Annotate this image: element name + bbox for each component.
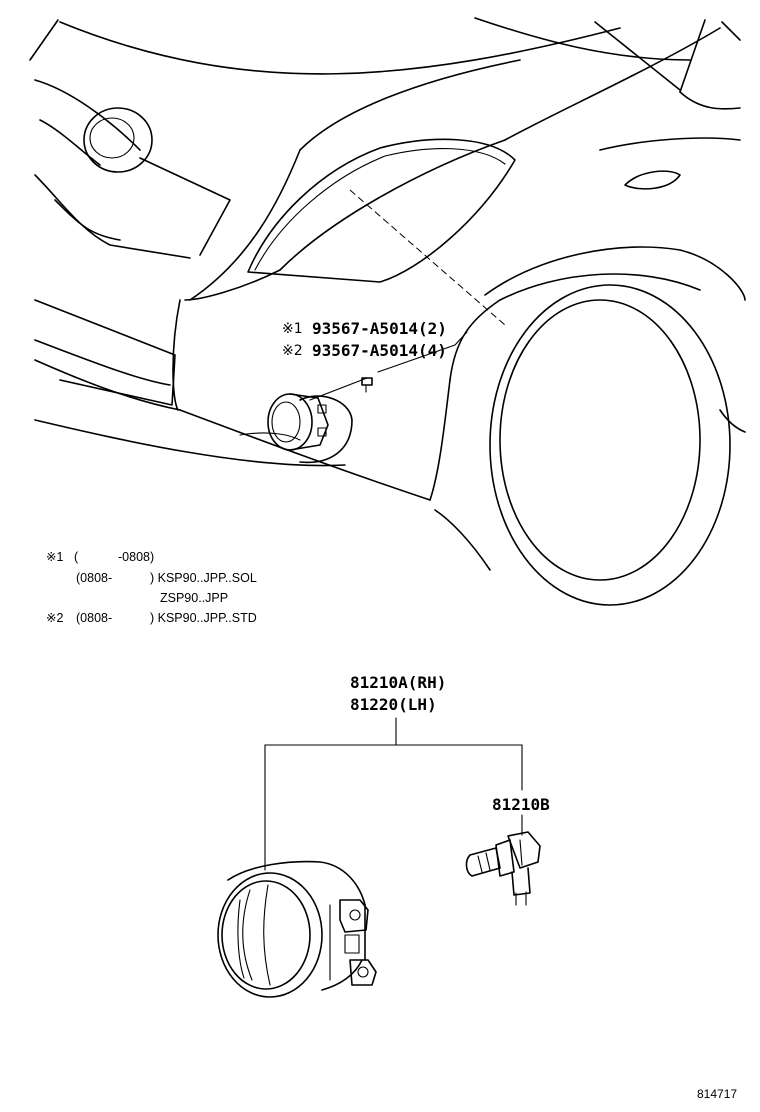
note1-mark: ※1 [46, 550, 63, 564]
note2-range: (0808- [76, 611, 112, 625]
note1-line2-range: (0808- [76, 571, 112, 585]
note2-models: ) KSP90..JPP..STD [150, 611, 257, 625]
note1-open: ( [74, 550, 79, 564]
applicability-notes: ※1 ( -0808) (0808- ) KSP90..JPP..SOL ZSP… [46, 550, 257, 625]
note1-range: -0808) [118, 550, 154, 564]
car-body-icon [29, 17, 746, 606]
diagram-ref: 814717 [697, 1087, 737, 1101]
bolt-line2-part: 93567-A5014(4) [312, 341, 447, 360]
screw-leader [377, 331, 468, 373]
mounting-screw-icon [309, 377, 373, 401]
bolt-line1-part: 93567-A5014(2) [312, 319, 447, 338]
bolt-line2-mark: ※2 [282, 343, 303, 359]
lamp-rh-label: 81210A(RH) [350, 673, 446, 692]
note1-line3-models: ZSP90..JPP [160, 591, 228, 605]
bolt-line1-mark: ※1 [282, 321, 303, 337]
lamp-lh-label: 81220(LH) [350, 695, 437, 714]
bulb-label: 81210B [492, 795, 550, 814]
fog-lamp-installed-icon [267, 393, 329, 451]
note1-line2-models: ) KSP90..JPP..SOL [150, 571, 257, 585]
halogen-bulb-icon [465, 831, 541, 906]
note2-mark: ※2 [46, 611, 63, 625]
fog-lamp-assembly-icon [217, 860, 377, 998]
leader-bracket [264, 717, 523, 871]
